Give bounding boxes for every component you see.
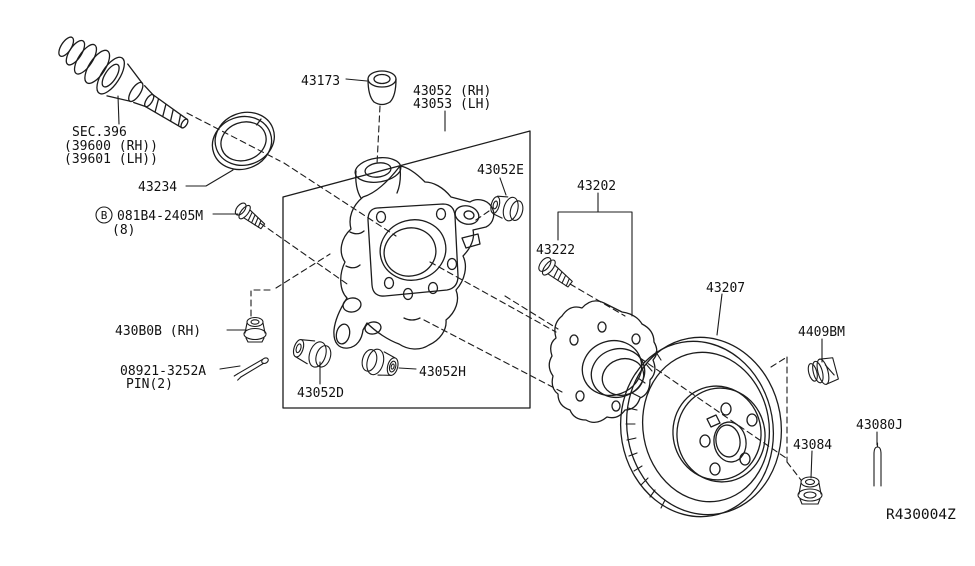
bolt-key-circle: [95, 206, 113, 224]
plug-drawing: [807, 357, 839, 385]
dashed-lines: [186, 105, 802, 481]
nut-rh-drawing: [243, 316, 267, 343]
label-430b0b-rh: 430B0B (RH): [115, 324, 201, 339]
label-bolt-key: B: [101, 209, 108, 222]
dust-shield-drawing: [211, 111, 275, 171]
nut-43084-drawing: [797, 476, 823, 505]
knuckle-box: [282, 130, 531, 409]
bushing-e-drawing: [490, 195, 524, 222]
label-sec396: SEC.396: [72, 125, 127, 140]
cotter-pin-drawing: [233, 357, 269, 381]
label-43222: 43222: [536, 243, 575, 258]
label-43052e: 43052E: [477, 163, 524, 178]
pin-43080j-drawing: [873, 442, 882, 487]
cap-drawing: [367, 70, 397, 106]
label-08921-3252a: 08921-3252A: [120, 364, 206, 379]
bushing-d-drawing: [292, 339, 332, 368]
label-43052h: 43052H: [419, 365, 466, 380]
knuckle-drawing: [333, 157, 495, 350]
label-43052d: 43052D: [297, 386, 344, 401]
label-43202: 43202: [577, 179, 616, 194]
diagram-code: R430004Z: [886, 507, 956, 523]
label-39600-rh: (39600 (RH)): [64, 139, 158, 154]
label-43053-lh: 43053 (LH): [413, 97, 491, 112]
label-43234: 43234: [138, 180, 177, 195]
bolt-b-drawing: [234, 202, 266, 230]
label-bolt-qty: (8): [112, 223, 135, 238]
callout-labels: SEC.396 (39600 (RH)) (39601 (LH)) 43234 …: [64, 74, 956, 523]
label-pin-qty: PIN(2): [126, 377, 173, 392]
label-43084: 43084: [793, 438, 832, 453]
hub-bolt-drawing: [538, 257, 573, 288]
label-39601-lh: (39601 (LH)): [64, 152, 158, 167]
drive-shaft-drawing: [58, 36, 189, 129]
leader-lines: [117, 78, 878, 479]
label-43080j: 43080J: [856, 418, 903, 433]
hub-drawing: [548, 300, 658, 424]
label-43052-rh: 43052 (RH): [413, 84, 491, 99]
rotor-drawing: [619, 336, 783, 518]
bushing-h-drawing: [361, 348, 399, 376]
label-4409bm: 4409BM: [798, 325, 845, 340]
label-43207: 43207: [706, 281, 745, 296]
label-43173: 43173: [301, 74, 340, 89]
label-081b4-2405m: 081B4-2405M: [117, 209, 203, 224]
